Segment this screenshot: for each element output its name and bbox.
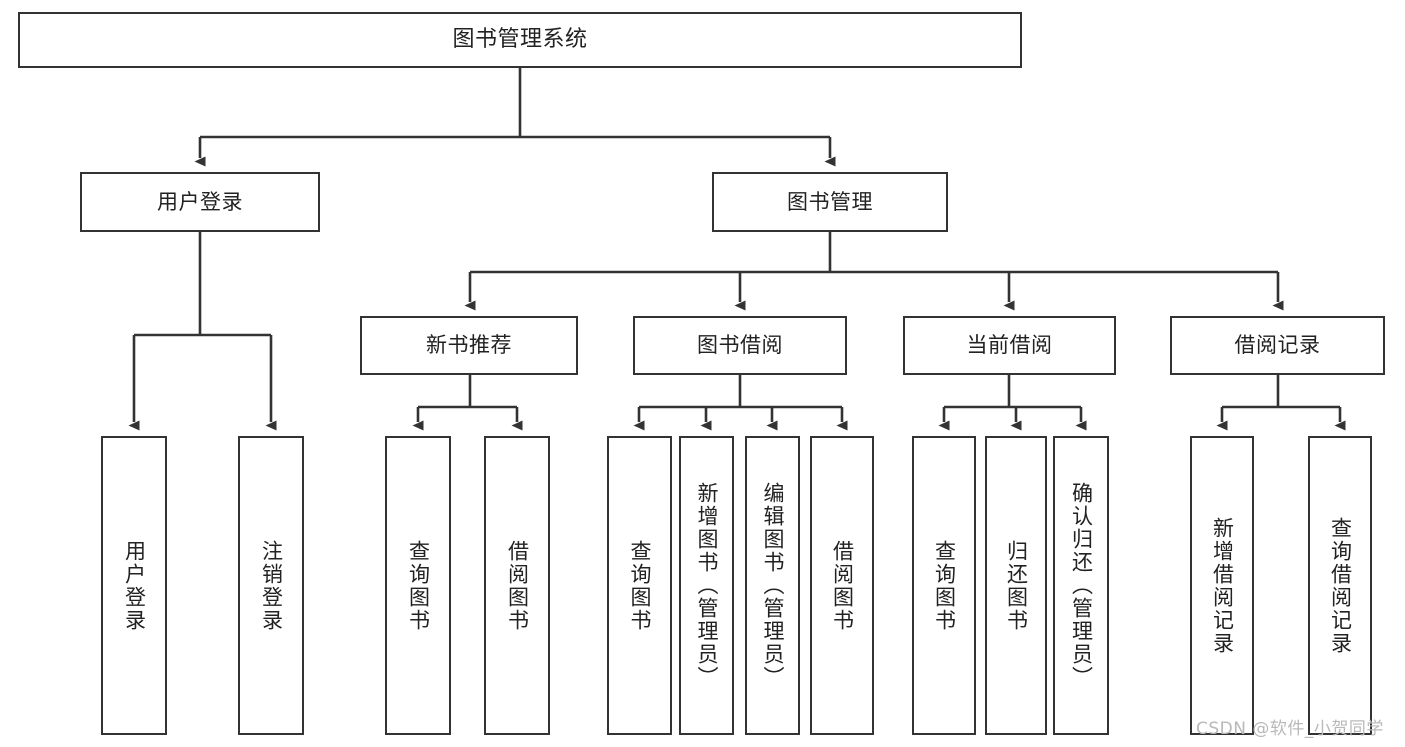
node-leaf-user-login-label: 用户登录 [122,539,147,632]
node-leaf-add-borrow-record[interactable]: 新增借阅记录 [1190,436,1254,735]
watermark: CSDN @软件_小贺同学 [1196,719,1384,739]
node-current-borrow-label: 当前借阅 [966,333,1053,358]
node-leaf-return-book[interactable]: 归还图书 [985,436,1047,735]
node-root[interactable]: 图书管理系统 [18,12,1022,68]
node-leaf-add-book-label: 新增图书（管理员） [695,482,719,689]
node-leaf-confirm-return[interactable]: 确认归还（管理员） [1053,436,1109,735]
node-leaf-query-book-2-label: 查询图书 [628,539,652,632]
node-current-borrow[interactable]: 当前借阅 [903,316,1116,375]
node-new-book-recommendation-label: 新书推荐 [426,333,512,358]
node-leaf-return-book-label: 归还图书 [1004,539,1029,632]
node-leaf-borrow-book-1[interactable]: 借阅图书 [484,436,550,735]
node-user-login[interactable]: 用户登录 [80,172,320,232]
node-leaf-borrow-book-2[interactable]: 借阅图书 [810,436,874,735]
node-root-label: 图书管理系统 [452,27,588,53]
node-leaf-user-login[interactable]: 用户登录 [101,436,167,735]
node-leaf-edit-book[interactable]: 编辑图书（管理员） [745,436,800,735]
node-leaf-query-book-2[interactable]: 查询图书 [607,436,672,735]
node-leaf-query-borrow-record[interactable]: 查询借阅记录 [1308,436,1372,735]
node-leaf-query-book-3[interactable]: 查询图书 [912,436,976,735]
node-leaf-query-borrow-record-label: 查询借阅记录 [1328,516,1353,655]
node-borrow-record[interactable]: 借阅记录 [1170,316,1385,375]
node-user-login-label: 用户登录 [157,189,243,214]
node-leaf-query-book-1-label: 查询图书 [406,539,431,632]
node-leaf-add-borrow-record-label: 新增借阅记录 [1210,516,1235,655]
node-book-management[interactable]: 图书管理 [712,172,948,232]
node-leaf-query-book-1[interactable]: 查询图书 [385,436,451,735]
node-book-borrow[interactable]: 图书借阅 [633,316,847,375]
node-leaf-confirm-return-label: 确认归还（管理员） [1069,482,1094,689]
node-leaf-add-book[interactable]: 新增图书（管理员） [679,436,734,735]
node-new-book-recommendation[interactable]: 新书推荐 [360,316,578,375]
node-leaf-edit-book-label: 编辑图书（管理员） [761,482,785,689]
node-borrow-record-label: 借阅记录 [1234,333,1321,358]
node-book-management-label: 图书管理 [787,189,873,214]
node-leaf-user-logout[interactable]: 注销登录 [238,436,304,735]
node-book-borrow-label: 图书借阅 [697,333,783,358]
node-leaf-borrow-book-2-label: 借阅图书 [830,539,855,632]
node-leaf-user-logout-label: 注销登录 [259,539,284,632]
node-leaf-query-book-3-label: 查询图书 [932,539,957,632]
node-leaf-borrow-book-1-label: 借阅图书 [505,539,530,632]
